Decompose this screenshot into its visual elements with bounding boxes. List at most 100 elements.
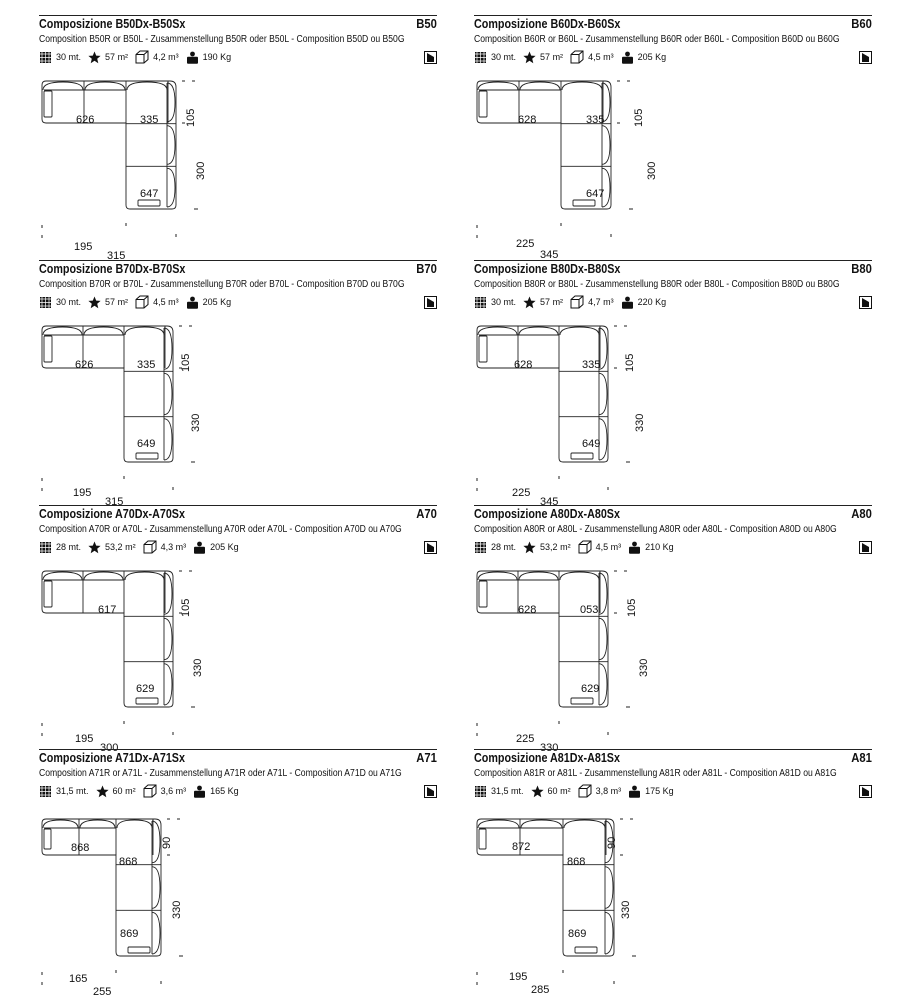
volume-value: 4,2 [153, 52, 166, 62]
composition-title: Composizione A80Dx-A80Sx [474, 507, 620, 521]
star-icon [523, 296, 536, 308]
side-cushion [601, 167, 611, 208]
fabric-value: 30 [491, 297, 502, 307]
sofa-plan-drawing: 628 053 629 105 330 225 330 [476, 570, 650, 754]
seat-mode-icon [424, 51, 437, 64]
sofa-outer-outline [41, 570, 174, 708]
corner-module-label: 335 [140, 114, 158, 126]
weight-icon [194, 541, 206, 554]
fabric-roll-icon [39, 784, 52, 798]
composition-code: B60 [851, 17, 872, 31]
bottom-width-dimension: 315 [107, 250, 125, 262]
back-cushion [519, 81, 561, 91]
star-icon [88, 51, 101, 63]
section-divider [39, 749, 437, 750]
bottom-left-dimension: 195 [509, 971, 527, 983]
composition-code: A70 [416, 507, 437, 521]
sofa-outline [41, 818, 183, 985]
sofa-outer-outline [476, 80, 612, 210]
cube-icon [570, 295, 584, 309]
fabric-spec: 30 mt. [39, 50, 81, 64]
fabric-spec: 30 mt. [39, 295, 81, 309]
area-unit: m² [560, 786, 571, 796]
foot-cushion [137, 199, 161, 207]
cube-icon [135, 295, 149, 309]
fabric-spec: 30 mt. [474, 50, 517, 64]
corner-module-label: 053 [580, 604, 598, 616]
foot-cushion [572, 199, 596, 207]
volume-value: 4,3 [160, 542, 174, 552]
area-spec: 57 m² [88, 51, 128, 64]
star-icon [88, 296, 101, 308]
weight-spec: 165 Kg [193, 785, 239, 798]
side-cushion [604, 911, 614, 955]
volume-unit: m³ [603, 297, 614, 307]
fabric-value: 30 [56, 297, 67, 307]
chaise-module-label: 869 [120, 928, 138, 940]
weight-unit: Kg [662, 786, 674, 796]
left-module-label: 617 [98, 604, 116, 616]
star-icon [523, 51, 536, 63]
sofa-plan-drawing: 617 629 105 330 195 300 [41, 570, 204, 754]
side-cushion [163, 663, 173, 706]
side-cushion [163, 327, 173, 370]
back-cushion [42, 819, 79, 829]
volume-unit: m³ [603, 52, 614, 62]
length-dimension: 330 [192, 659, 204, 677]
bottom-width-dimension: 300 [100, 742, 118, 754]
composition-subtitle: Composition B60R or B60L - Zusammenstell… [474, 34, 840, 45]
sofa-outline [41, 80, 198, 238]
weight-spec: 210 Kg [628, 541, 674, 554]
side-cushion [601, 82, 611, 123]
foot-cushion [135, 697, 159, 705]
back-cushion [477, 571, 518, 581]
spec-row: 28 mt. 53,2 m² 4,3 m³ 205 Kg [39, 540, 246, 554]
seat-mode-icon [859, 541, 872, 554]
fabric-unit: mt. [503, 52, 517, 62]
bottom-left-dimension: 165 [69, 973, 87, 985]
side-cushion [604, 866, 614, 909]
weight-spec: 205 Kg [621, 51, 666, 64]
weight-icon [186, 296, 198, 309]
composition-code: A71 [416, 751, 437, 765]
back-cushion [477, 326, 518, 336]
area-unit: m² [552, 52, 564, 62]
composition-title: Composizione A71Dx-A71Sx [39, 751, 185, 765]
arm-rest [43, 335, 53, 363]
composition-code: B50 [416, 17, 437, 31]
seat-mode-icon [424, 541, 437, 554]
side-cushion [151, 911, 161, 955]
chaise-module-label: 647 [140, 188, 158, 200]
back-cushion [559, 571, 600, 581]
side-cushion [151, 820, 161, 864]
volume-unit: m³ [610, 786, 622, 796]
arm-rest [478, 90, 488, 118]
spec-row: 30 mt. 57 m² 4,7 m³ 220 Kg [474, 295, 673, 309]
volume-spec: 4,5 m³ [135, 295, 179, 309]
fabric-unit: mt. [503, 542, 517, 552]
bottom-left-dimension: 195 [75, 733, 93, 745]
side-cushion [163, 617, 173, 661]
cube-icon [143, 540, 157, 554]
area-value: 57 [540, 52, 551, 62]
side-cushion [604, 820, 614, 864]
cube-icon [570, 50, 584, 64]
composition-code: A80 [851, 507, 872, 521]
area-value: 60 [112, 786, 123, 796]
side-cushion [598, 418, 608, 461]
composition-card-b60: Composizione B60Dx-B60Sx B60 Composition… [474, 15, 872, 261]
area-unit: m² [125, 542, 136, 552]
sofa-plan-drawing: 626 335 647 105 300 195 315 [41, 80, 207, 262]
weight-value: 165 [210, 786, 226, 796]
fabric-value: 28 [56, 542, 67, 552]
sofa-outer-outline [41, 80, 177, 210]
sofa-outline [476, 325, 630, 491]
foot-cushion [570, 697, 594, 705]
composition-card-a70: Composizione A70Dx-A70Sx A70 Composition… [39, 505, 437, 754]
weight-value: 205 [637, 52, 653, 62]
weight-value: 175 [645, 786, 661, 796]
bottom-width-dimension: 330 [540, 742, 558, 754]
bottom-width-dimension: 345 [540, 249, 558, 261]
sofa-plan-drawing: 628 335 647 105 300 225 345 [476, 80, 658, 261]
depth-dimension: 105 [633, 109, 645, 127]
